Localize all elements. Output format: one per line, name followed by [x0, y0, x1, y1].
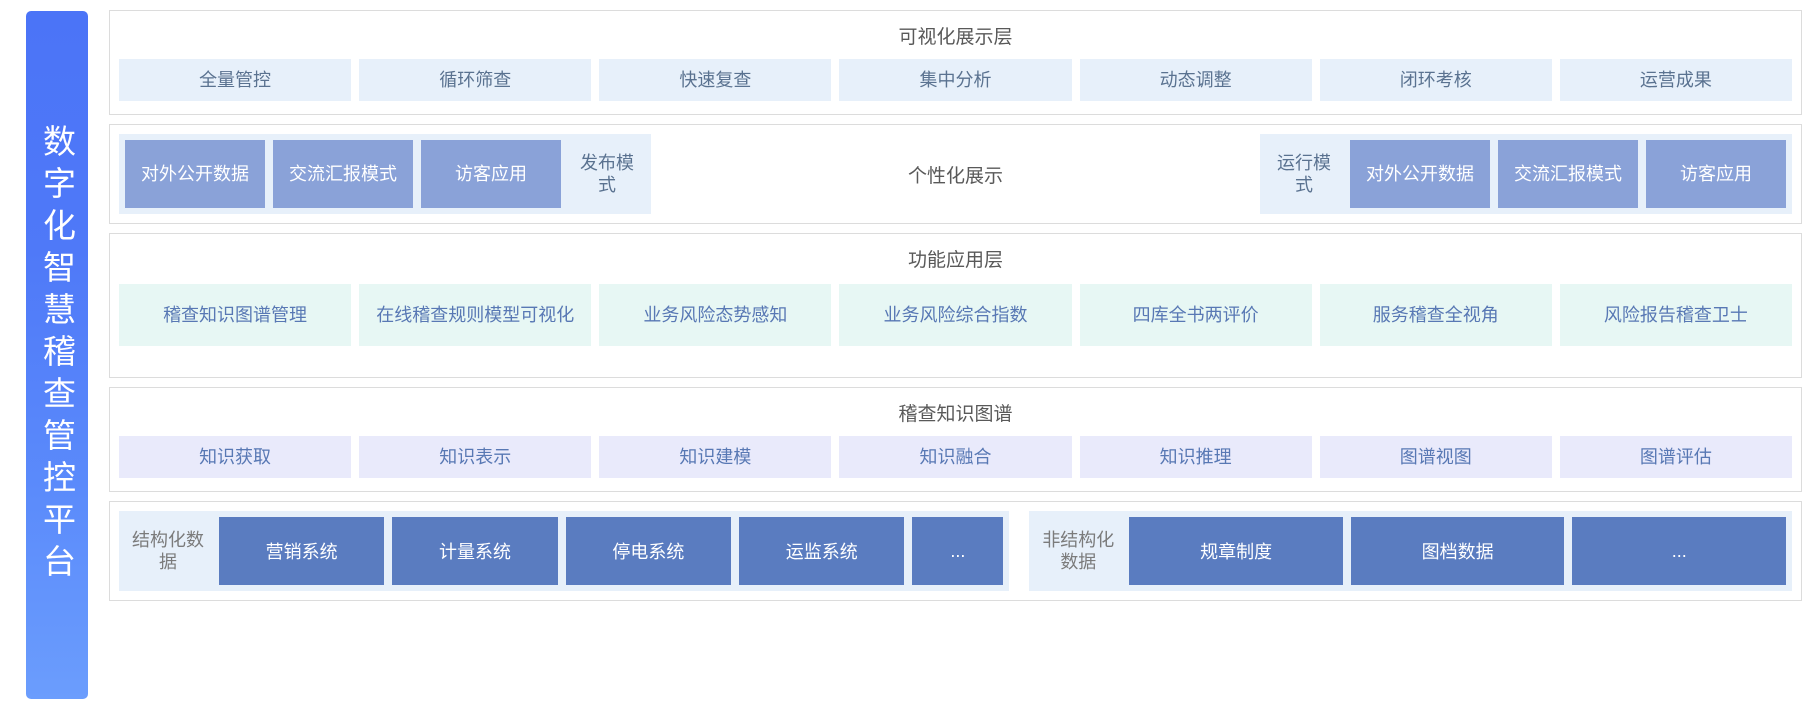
layer-personalized: 对外公开数据 交流汇报模式 访客应用 发布模式 个性化展示 运行模式 对外公开数…: [109, 124, 1802, 224]
layer-data-sources: 结构化数据 营销系统 计量系统 停电系统 运监系统 ... 非结构化数据 规章制…: [109, 501, 1802, 601]
structured-data-group: 结构化数据 营销系统 计量系统 停电系统 运监系统 ...: [119, 511, 1010, 591]
unstructured-data-group: 非结构化数据 规章制度 图档数据 ...: [1029, 511, 1792, 591]
visual-item-1[interactable]: 循环筛查: [359, 59, 592, 101]
layer-visualization-items: 全量管控 循环筛查 快速复查 集中分析 动态调整 闭环考核 运营成果: [110, 59, 1801, 101]
function-item-3[interactable]: 业务风险综合指数: [839, 284, 1072, 346]
kg-item-2[interactable]: 知识建模: [599, 436, 832, 478]
layer-visualization-title: 可视化展示层: [898, 27, 1013, 48]
function-item-5[interactable]: 服务稽查全视角: [1319, 284, 1552, 346]
personalized-right-item-3[interactable]: 访客应用: [1646, 140, 1786, 208]
visual-item-3[interactable]: 集中分析: [839, 59, 1072, 101]
unstructured-item-1[interactable]: 图档数据: [1350, 517, 1565, 585]
function-item-0[interactable]: 稽查知识图谱管理: [119, 284, 352, 346]
layer-knowledge-graph-items: 知识获取 知识表示 知识建模 知识融合 知识推理 图谱视图 图谱评估: [110, 436, 1801, 478]
personalized-left-item-3[interactable]: 发布模式: [580, 152, 634, 196]
layer-knowledge-graph: 稽查知识图谱 知识获取 知识表示 知识建模 知识融合 知识推理 图谱视图 图谱评…: [109, 387, 1802, 492]
kg-item-5[interactable]: 图谱视图: [1319, 436, 1552, 478]
layer-function: 功能应用层 稽查知识图谱管理 在线稽查规则模型可视化 业务风险态势感知 业务风险…: [109, 233, 1802, 378]
layer-visualization: 可视化展示层 全量管控 循环筛查 快速复查 集中分析 动态调整 闭环考核 运营成…: [109, 10, 1802, 115]
personalized-right-item-1[interactable]: 对外公开数据: [1350, 140, 1490, 208]
layer-stack: 可视化展示层 全量管控 循环筛查 快速复查 集中分析 动态调整 闭环考核 运营成…: [109, 10, 1802, 700]
function-item-2[interactable]: 业务风险态势感知: [599, 284, 832, 346]
personalized-right-item-0[interactable]: 运行模式: [1277, 152, 1331, 196]
structured-item-2[interactable]: 停电系统: [565, 517, 732, 585]
personalized-left-item-0[interactable]: 对外公开数据: [125, 140, 265, 208]
unstructured-item-0[interactable]: 规章制度: [1129, 517, 1343, 585]
kg-item-3[interactable]: 知识融合: [839, 436, 1072, 478]
personalized-right-group: 运行模式 对外公开数据 交流汇报模式 访客应用: [1260, 134, 1792, 214]
kg-item-1[interactable]: 知识表示: [359, 436, 592, 478]
structured-data-label: 结构化数据: [132, 529, 204, 573]
visual-item-5[interactable]: 闭环考核: [1319, 59, 1552, 101]
structured-item-3[interactable]: 运监系统: [739, 517, 905, 585]
kg-item-0[interactable]: 知识获取: [119, 436, 352, 478]
layer-personalized-title: 个性化展示: [907, 165, 1003, 187]
structured-item-1[interactable]: 计量系统: [392, 517, 558, 585]
platform-title-text: 数字化智慧稽查管控平台: [38, 124, 76, 586]
structured-item-0[interactable]: 营销系统: [219, 517, 385, 585]
function-item-4[interactable]: 四库全书两评价: [1079, 284, 1312, 346]
personalized-right-item-2[interactable]: 交流汇报模式: [1498, 140, 1638, 208]
kg-item-4[interactable]: 知识推理: [1079, 436, 1312, 478]
function-item-1[interactable]: 在线稽查规则模型可视化: [359, 284, 592, 346]
layer-knowledge-graph-title: 稽查知识图谱: [898, 404, 1013, 425]
layer-function-title: 功能应用层: [907, 250, 1003, 271]
personalized-left-item-1[interactable]: 交流汇报模式: [273, 140, 413, 208]
visual-item-6[interactable]: 运营成果: [1559, 59, 1792, 101]
kg-item-6[interactable]: 图谱评估: [1559, 436, 1792, 478]
visual-item-0[interactable]: 全量管控: [119, 59, 352, 101]
visual-item-4[interactable]: 动态调整: [1079, 59, 1312, 101]
structured-item-more[interactable]: ...: [912, 517, 1004, 585]
unstructured-data-label: 非结构化数据: [1042, 529, 1115, 573]
unstructured-item-more[interactable]: ...: [1572, 517, 1786, 585]
platform-title-banner: 数字化智慧稽查管控平台: [26, 11, 88, 699]
layer-function-items: 稽查知识图谱管理 在线稽查规则模型可视化 业务风险态势感知 业务风险综合指数 四…: [110, 284, 1801, 346]
visual-item-2[interactable]: 快速复查: [599, 59, 832, 101]
function-item-6[interactable]: 风险报告稽查卫士: [1559, 284, 1792, 346]
personalized-left-item-2[interactable]: 访客应用: [421, 140, 561, 208]
personalized-left-group: 对外公开数据 交流汇报模式 访客应用 发布模式: [119, 134, 651, 214]
